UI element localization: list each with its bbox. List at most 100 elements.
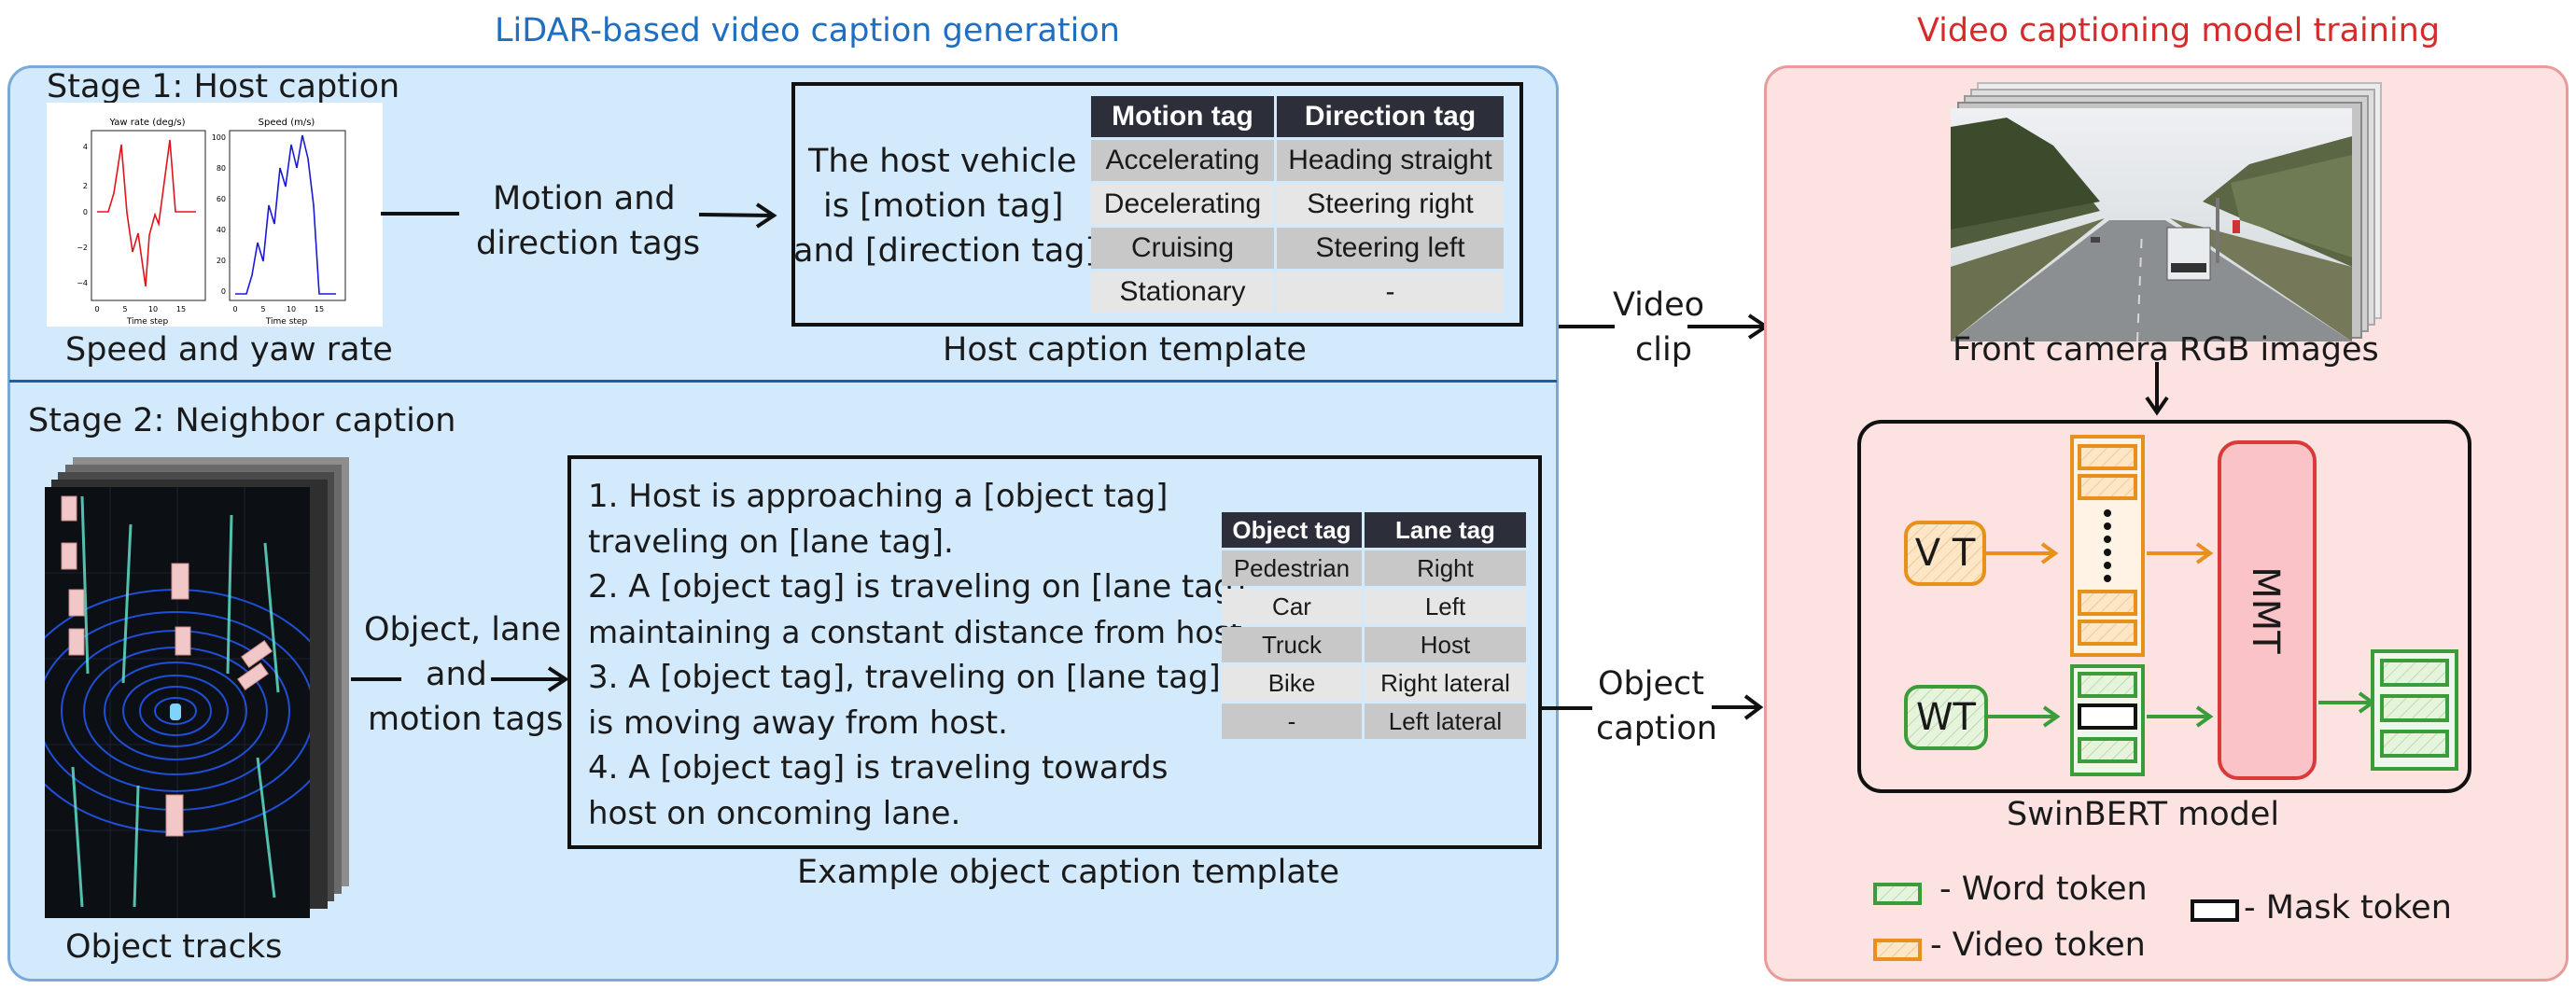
caption-line: 1. Host is approaching a [object tag] xyxy=(588,478,1169,515)
video-token-legend-label: - Video token xyxy=(1930,926,2146,964)
swinbert-internals: V T MMT WT xyxy=(1904,435,2317,780)
speed-xtick: 10 xyxy=(287,305,296,313)
table-cell: Left lateral xyxy=(1365,703,1526,739)
table-row: - Left lateral xyxy=(1222,703,1526,739)
table-cell: Heading straight xyxy=(1277,140,1504,181)
vt-label: V T xyxy=(1915,532,1976,575)
table-cell: - xyxy=(1222,703,1362,739)
mmt-block xyxy=(2218,440,2317,780)
table-row: Pedestrian Right xyxy=(1222,550,1526,586)
caption-line: 3. A [object tag], traveling on [lane ta… xyxy=(588,659,1221,696)
motion-direction-label-2: direction tags xyxy=(476,225,701,262)
left-section-title: LiDAR-based video caption generation xyxy=(495,12,1120,49)
stage2-line-left xyxy=(351,677,401,681)
speed-yaw-plots: Yaw rate (deg/s) 4 2 0 −2 −4 0 5 10 15 T… xyxy=(47,103,383,327)
object-caption-template-label: Example object caption template xyxy=(797,854,1340,891)
lidar-bev-image xyxy=(45,487,310,918)
host-template-line-1: The host vehicle xyxy=(808,143,1077,180)
swinbert-caption: SwinBERT model xyxy=(2007,796,2280,833)
object-lane-label-2: and xyxy=(426,656,487,693)
motion-tag-header: Motion tag xyxy=(1091,96,1274,137)
speed-xtick: 0 xyxy=(232,305,237,313)
table-cell: Accelerating xyxy=(1091,140,1274,181)
table-cell: Host xyxy=(1365,627,1526,662)
object-caption-arrow xyxy=(1712,694,1764,720)
swinbert-model-box xyxy=(1857,420,2471,793)
speed-xlabel: Time step xyxy=(265,317,308,327)
table-row: Accelerating Heading straight xyxy=(1091,140,1504,181)
yaw-ytick: −2 xyxy=(77,244,88,252)
object-caption-flow-label-2: caption xyxy=(1596,710,1717,747)
word-token-legend-label: - Word token xyxy=(1939,871,2148,908)
stage2-arrow xyxy=(491,666,569,692)
object-caption-line xyxy=(1542,706,1592,710)
table-cell: Right lateral xyxy=(1365,665,1526,701)
video-tokenizer-box xyxy=(1904,521,1986,586)
table-row: Truck Host xyxy=(1222,627,1526,662)
yaw-xtick: 0 xyxy=(94,305,99,313)
caption-line: 2. A [object tag] is traveling on [lane … xyxy=(588,568,1256,606)
speed-plot-title: Speed (m/s) xyxy=(259,118,315,128)
object-tag-table: Object tag Lane tag Pedestrian Right Car… xyxy=(1219,509,1529,742)
video-clip-arrow xyxy=(1687,313,1770,340)
caption-line: traveling on [lane tag]. xyxy=(588,522,954,561)
speed-ytick: 80 xyxy=(217,164,226,173)
table-row: Decelerating Steering right xyxy=(1091,184,1504,225)
front-camera-image xyxy=(1951,108,2352,341)
table-cell: Right xyxy=(1365,550,1526,586)
yaw-rate-line xyxy=(97,139,196,287)
yaw-ytick: −4 xyxy=(77,279,88,287)
wt-label: WT xyxy=(1916,696,1977,739)
stage2-title: Stage 2: Neighbor caption xyxy=(28,402,456,439)
table-row: Car Left xyxy=(1222,589,1526,624)
object-caption-template-box xyxy=(567,455,1542,849)
mmt-label: MMT xyxy=(2244,566,2287,654)
stage1-line-left xyxy=(381,212,459,216)
yaw-xtick: 15 xyxy=(176,305,186,313)
table-cell: Left xyxy=(1365,589,1526,624)
object-lane-label-3: motion tags xyxy=(368,701,564,738)
host-caption-template-box xyxy=(791,82,1523,327)
table-row: Stationary - xyxy=(1091,272,1504,313)
speed-yaw-caption: Speed and yaw rate xyxy=(65,331,393,369)
stage1-title: Stage 1: Host caption xyxy=(47,68,400,105)
speed-xtick: 15 xyxy=(315,305,324,313)
table-row: Bike Right lateral xyxy=(1222,665,1526,701)
mask-token-legend-label: - Mask token xyxy=(2244,889,2452,926)
direction-tag-header: Direction tag xyxy=(1277,96,1504,137)
table-cell: Car xyxy=(1222,589,1362,624)
speed-ytick: 0 xyxy=(221,287,226,296)
yaw-ytick: 4 xyxy=(83,143,88,151)
yaw-ytick: 2 xyxy=(83,182,88,190)
host-template-line-2: is [motion tag] xyxy=(823,188,1064,225)
video-clip-label-2: clip xyxy=(1635,331,1692,369)
table-cell: Steering right xyxy=(1277,184,1504,225)
caption-line: 4. A [object tag] is traveling towards xyxy=(588,749,1169,787)
table-cell: Truck xyxy=(1222,627,1362,662)
table-cell: Pedestrian xyxy=(1222,550,1362,586)
host-template-line-3: and [direction tag] xyxy=(793,232,1099,270)
mask-token-legend-icon xyxy=(2191,899,2239,922)
yaw-ytick: 0 xyxy=(83,208,88,216)
speed-xtick: 5 xyxy=(260,305,265,313)
yaw-xtick: 10 xyxy=(148,305,158,313)
object-caption-flow-label-1: Object xyxy=(1598,665,1704,703)
lidar-frame-stack xyxy=(45,457,353,924)
caption-line: is moving away from host. xyxy=(588,703,1008,742)
video-token-legend-icon xyxy=(1873,939,1922,961)
word-token-legend-icon xyxy=(1873,883,1922,905)
yaw-xtick: 5 xyxy=(122,305,127,313)
host-tag-table: Motion tag Direction tag Accelerating He… xyxy=(1088,93,1506,315)
caption-line: maintaining a constant distance from hos… xyxy=(588,613,1242,650)
speed-ytick: 100 xyxy=(212,133,226,142)
object-tracks-caption: Object tracks xyxy=(65,928,283,966)
front-camera-caption: Front camera RGB images xyxy=(1953,331,2379,369)
right-section-title: Video captioning model training xyxy=(1917,12,2441,49)
table-row: Cruising Steering left xyxy=(1091,228,1504,269)
yaw-xlabel: Time step xyxy=(126,317,169,327)
camera-to-model-arrow xyxy=(2145,362,2169,416)
video-clip-label-1: Video xyxy=(1613,286,1705,324)
video-clip-line xyxy=(1559,325,1615,328)
yaw-plot-title: Yaw rate (deg/s) xyxy=(109,118,186,128)
speed-ytick: 20 xyxy=(217,257,226,265)
